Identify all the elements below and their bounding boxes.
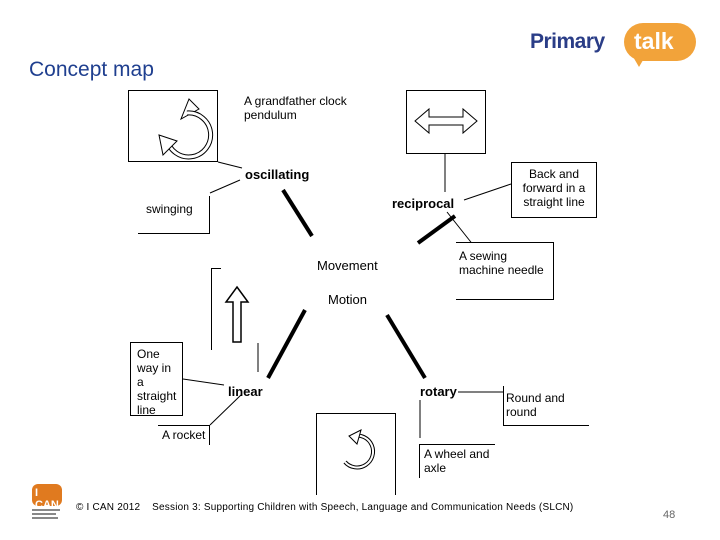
- example-linear: A rocket: [158, 425, 210, 445]
- label-oscillating: oscillating: [245, 167, 310, 182]
- center-motion: Motion: [328, 292, 368, 307]
- double-arrow-icon: [414, 107, 478, 135]
- footer-copyright: © I CAN 2012: [76, 502, 141, 513]
- speech-bubble-icon: [624, 23, 696, 61]
- page-title: Concept map: [29, 58, 154, 81]
- label-reciprocal: reciprocal: [392, 196, 455, 211]
- center-frame: [211, 268, 221, 350]
- synonym-reciprocal: Back and forward in a straight line: [511, 162, 597, 218]
- page-number: 48: [663, 509, 676, 521]
- synonym-linear: One way in a straight line: [130, 342, 183, 417]
- label-rotary: rotary: [420, 384, 457, 399]
- synonym-oscillating: swinging: [138, 196, 210, 234]
- example-reciprocal: A sewing machine needle: [456, 242, 554, 300]
- ican-logo-text: I CAN: [35, 487, 59, 511]
- image-box-double-arrow: [406, 90, 486, 154]
- image-box-rotate: [316, 413, 396, 495]
- image-box-pendulum: [128, 90, 218, 162]
- footer-session: Session 3: Supporting Children with Spee…: [152, 502, 574, 513]
- ican-logo: I CAN: [30, 482, 64, 522]
- circular-arrow-icon: [158, 98, 214, 160]
- logo-text-primary: Primary: [530, 30, 605, 53]
- speech-bubble-tail: [632, 55, 646, 67]
- center-movement: Movement: [317, 258, 378, 273]
- primary-talk-logo: Primary talk: [528, 22, 696, 68]
- synonym-rotary: Round and round: [503, 386, 589, 426]
- rotate-arrow-icon: [343, 429, 376, 470]
- logo-text-talk: talk: [634, 28, 674, 54]
- example-rotary: A wheel and axle: [419, 444, 495, 478]
- footer-text: © I CAN 2012 Session 3: Supporting Child…: [76, 502, 573, 513]
- example-oscillating: A grandfather clock pendulum: [244, 94, 347, 122]
- up-arrow-icon: [222, 284, 252, 346]
- label-linear: linear: [228, 384, 263, 399]
